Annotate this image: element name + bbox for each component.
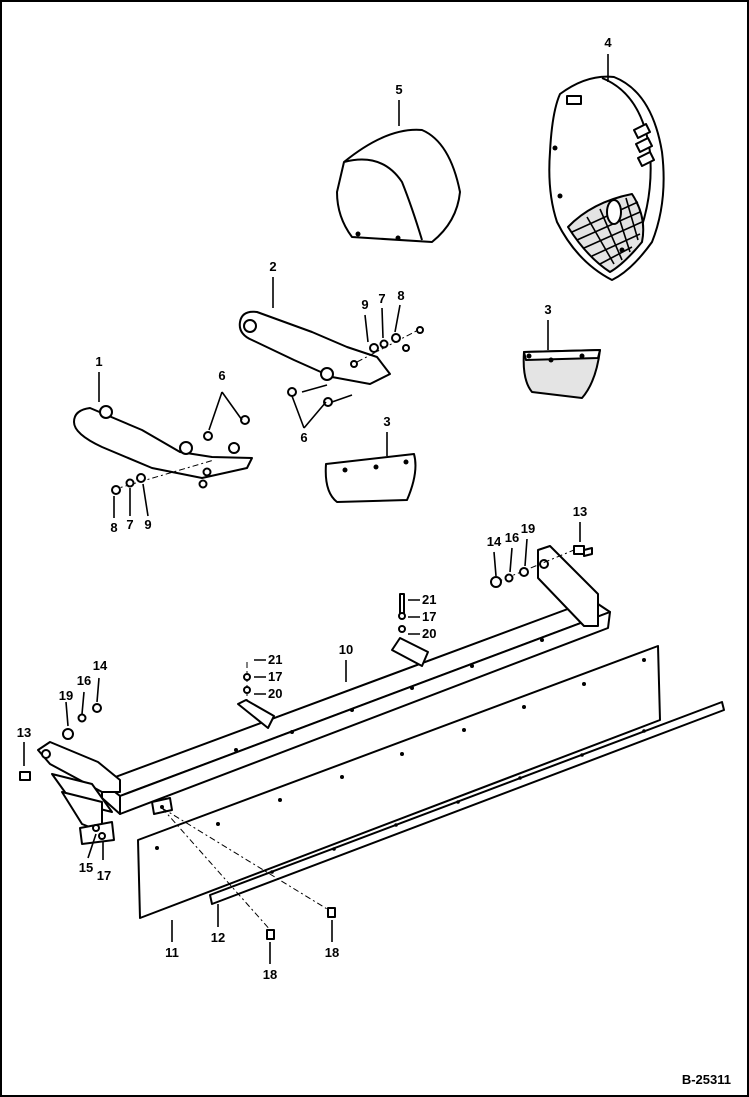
callout-7-lower: 7 <box>126 517 133 532</box>
callout-17-left: 17 <box>268 669 282 684</box>
callout-12: 12 <box>211 930 225 945</box>
callout-17-bottom: 17 <box>97 868 111 883</box>
callout-9-lower: 9 <box>144 517 151 532</box>
callout-4: 4 <box>604 35 612 50</box>
callout-8-lower: 8 <box>110 520 117 535</box>
callout-14-left: 14 <box>93 658 108 673</box>
callout-18-right: 18 <box>325 945 339 960</box>
part-18-bolts <box>161 807 336 940</box>
callout-11: 11 <box>165 945 179 960</box>
callout-14-right: 14 <box>487 534 502 549</box>
callout-2: 2 <box>269 259 276 274</box>
callout-6-upper: 6 <box>300 430 307 445</box>
callout-labels: 4 5 2 1 6 6 3 3 9 7 8 8 7 9 10 13 14 16 … <box>17 35 613 982</box>
leader-lines <box>23 54 609 964</box>
callout-16-left: 16 <box>77 673 91 688</box>
callout-13-left: 13 <box>17 725 31 740</box>
callout-19-right: 19 <box>521 521 535 536</box>
hardware-left <box>19 662 275 845</box>
part-3-plate-upper <box>522 349 601 399</box>
part-11-flap <box>137 645 661 919</box>
callout-13-right: 13 <box>573 504 587 519</box>
callout-10: 10 <box>339 642 353 657</box>
callout-19-left: 19 <box>59 688 73 703</box>
callout-5: 5 <box>395 82 402 97</box>
part-4-cover <box>548 75 665 281</box>
callout-6-lower: 6 <box>218 368 225 383</box>
part-5-cover <box>336 128 461 243</box>
callout-21-right: 21 <box>422 592 436 607</box>
part-2-bracket <box>238 310 424 407</box>
callout-1: 1 <box>95 354 102 369</box>
callout-8-upper: 8 <box>397 288 404 303</box>
part-10-main-bar <box>37 545 611 833</box>
callout-20-right: 20 <box>422 626 436 641</box>
callout-16-right: 16 <box>505 530 519 545</box>
document-id: B-25311 <box>681 1072 731 1087</box>
part-1-bracket <box>73 405 253 495</box>
callout-18-left: 18 <box>263 967 277 982</box>
hardware-right <box>391 545 593 667</box>
callout-20-left: 20 <box>268 686 282 701</box>
callout-17-right: 17 <box>422 609 436 624</box>
callout-7-upper: 7 <box>378 291 385 306</box>
callout-3-lower: 3 <box>383 414 390 429</box>
callout-15: 15 <box>79 860 93 875</box>
callout-3-upper: 3 <box>544 302 551 317</box>
part-12-strip <box>209 701 725 905</box>
callout-21-left: 21 <box>268 652 282 667</box>
part-3-plate-lower <box>324 453 417 503</box>
callout-9-upper: 9 <box>361 297 368 312</box>
